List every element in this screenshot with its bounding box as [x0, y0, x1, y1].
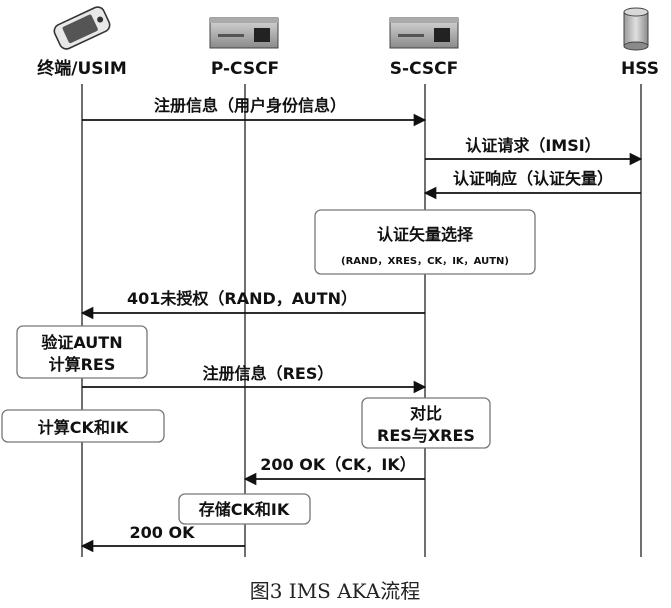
- box-line: RES与XRES: [377, 426, 475, 445]
- process-box-compare: 对比 RES与XRES: [361, 397, 491, 449]
- process-box-select-vector: 认证矢量选择 (RAND，XRES，CK，IK，AUTN): [314, 209, 536, 275]
- message-label: 注册信息（RES）: [203, 364, 334, 383]
- message-label: 401未授权（RAND，AUTN）: [127, 289, 357, 308]
- process-box-store-ck-ik: 存储CK和IK: [178, 493, 311, 525]
- server-icon: [209, 17, 279, 49]
- entity-label-pcscf: P-CSCF: [211, 59, 279, 79]
- message-label: 认证请求（IMSI）: [465, 136, 600, 155]
- database-icon: [623, 7, 649, 51]
- box-line: 计算CK和IK: [38, 418, 129, 437]
- entity-label-ue: 终端/USIM: [37, 58, 127, 79]
- phone-icon: [53, 6, 111, 50]
- process-box-verify-autn: 验证AUTN 计算RES: [16, 325, 148, 379]
- box-line: 对比: [410, 404, 442, 423]
- message-label: 注册信息（用户身份信息）: [154, 96, 346, 115]
- server-icon: [389, 17, 459, 49]
- box-subtitle: (RAND，XRES，CK，IK，AUTN): [341, 256, 509, 267]
- box-line: 存储CK和IK: [199, 500, 290, 519]
- message-label: 认证响应（认证矢量）: [453, 169, 613, 188]
- box-line: 计算RES: [49, 355, 116, 374]
- box-title: 认证矢量选择: [377, 225, 474, 244]
- entity-label-scscf: S-CSCF: [390, 59, 458, 79]
- message-label: 200 OK: [130, 523, 196, 542]
- figure-caption: 图3 IMS AKA流程: [250, 579, 421, 603]
- entity-label-hss: HSS: [621, 59, 659, 79]
- process-box-compute-ck-ik: 计算CK和IK: [1, 409, 165, 443]
- box-line: 验证AUTN: [41, 333, 122, 352]
- message-label: 200 OK（CK，IK）: [260, 455, 415, 474]
